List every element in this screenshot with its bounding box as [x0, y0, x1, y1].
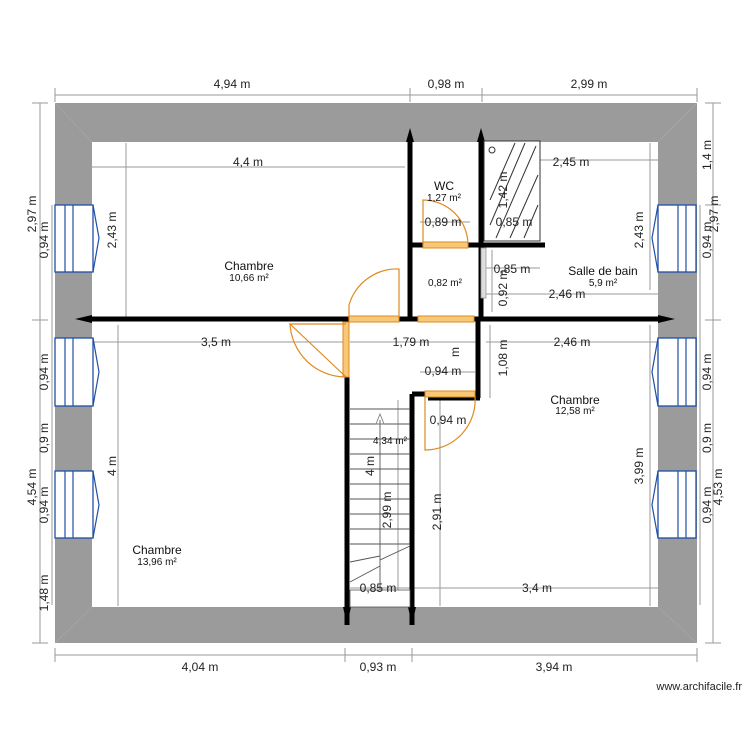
- dim-right-inner-2: 0,94 m: [700, 354, 714, 391]
- dim-sdb-width-top: 2,45 m: [553, 155, 590, 169]
- watermark: www.archifacile.fr: [655, 681, 742, 693]
- dim-chambre1-height: 2,43 m: [105, 212, 119, 249]
- dim-row-width-1: 3,5 m: [201, 335, 231, 349]
- room-name-wc: WC: [434, 179, 454, 193]
- dim-hall-small: m: [448, 347, 462, 357]
- dim-top-2: 0,98 m: [428, 77, 465, 91]
- dim-stair-height-a: 4 m: [363, 456, 377, 476]
- dim-chambre3-height: 4 m: [105, 456, 119, 476]
- dim-chambre2-height: 3,99 m: [632, 448, 646, 485]
- window-left-3: [54, 470, 100, 539]
- dim-right-inner-1: 0,94 m: [700, 222, 714, 259]
- dim-chambre2-bottom-width: 3,4 m: [522, 581, 552, 595]
- dim-stair-height-b: 2,99 m: [380, 492, 394, 529]
- dim-top-1: 4,94 m: [214, 77, 251, 91]
- doors: [288, 199, 487, 451]
- dim-right-inner-4: 0,94 m: [700, 487, 714, 524]
- dim-left-inner-3: 0,9 m: [37, 423, 51, 453]
- room-area-wc: 1,27 m²: [427, 193, 462, 204]
- dim-left-inner-4: 0,94 m: [37, 487, 51, 524]
- dim-hall-lower-height: 2,91 m: [430, 494, 444, 531]
- shower: [483, 140, 541, 242]
- dim-bottom-3: 3,94 m: [536, 660, 573, 674]
- landing-area: 0,82 m²: [428, 278, 463, 289]
- dim-chambre1-width: 4,4 m: [233, 155, 263, 169]
- dim-left-inner-2: 0,94 m: [37, 354, 51, 391]
- dim-sdb-door: 0,85 m: [494, 262, 531, 276]
- dim-sdb-hall-height: 0,92 m: [496, 270, 510, 307]
- stair-area: 4,34 m²: [373, 436, 408, 447]
- dimension-labels: 4,94 m 0,98 m 2,99 m 4,04 m 0,93 m 3,94 …: [25, 77, 725, 674]
- room-area-chambre-2: 12,58 m²: [555, 406, 595, 417]
- dim-left-inner-5: 1,48 m: [37, 575, 51, 612]
- staircase: [349, 408, 411, 608]
- room-name-salle-de-bain: Salle de bain: [568, 264, 637, 278]
- dim-sdb-lower-width: 2,46 m: [549, 287, 586, 301]
- room-area-chambre-3: 13,96 m²: [137, 557, 177, 568]
- dim-chambre2-door: 0,94 m: [430, 413, 467, 427]
- dim-stair-bottom-width: 0,85 m: [360, 581, 397, 595]
- dim-wc-width: 0,89 m: [425, 215, 462, 229]
- dim-right-outer-1: 1,4 m: [700, 140, 714, 170]
- window-left-1: [54, 204, 100, 273]
- window-right-2: [651, 337, 697, 407]
- dim-right-outer-3: 4,53 m: [711, 469, 725, 506]
- dim-right-outer-2: 2,97 m: [707, 196, 721, 233]
- room-area-chambre-1: 10,66 m²: [229, 273, 269, 284]
- dim-left-outer-2: 4,54 m: [25, 469, 39, 506]
- room-name-chambre-3: Chambre: [132, 543, 182, 557]
- dim-hall-door: 0,94 m: [425, 364, 462, 378]
- dim-sdb-height: 2,43 m: [632, 212, 646, 249]
- dim-shower-width: 0,85 m: [496, 215, 533, 229]
- dim-top-3: 2,99 m: [571, 77, 608, 91]
- dimension-lines: [32, 88, 721, 662]
- window-left-2: [54, 337, 100, 407]
- dim-bottom-1: 4,04 m: [182, 660, 219, 674]
- window-right-1: [651, 204, 697, 273]
- dim-row-width-2: 1,79 m: [393, 335, 430, 349]
- dim-right-inner-3: 0,9 m: [700, 423, 714, 453]
- dim-shower-height: 1,42 m: [496, 172, 510, 209]
- room-labels: Chambre 10,66 m² WC 1,27 m² Salle de bai…: [132, 179, 637, 568]
- room-area-salle-de-bain: 5,9 m²: [589, 278, 618, 289]
- dim-left-outer-1: 2,97 m: [25, 196, 39, 233]
- window-right-3: [651, 470, 697, 539]
- room-name-chambre-2: Chambre: [550, 393, 600, 407]
- dim-hall-height: 1,08 m: [496, 340, 510, 377]
- dim-row-width-3: 2,46 m: [554, 335, 591, 349]
- room-name-chambre-1: Chambre: [224, 259, 274, 273]
- dim-bottom-2: 0,93 m: [360, 660, 397, 674]
- windows: [54, 204, 697, 539]
- dim-left-inner-1: 0,94 m: [37, 222, 51, 259]
